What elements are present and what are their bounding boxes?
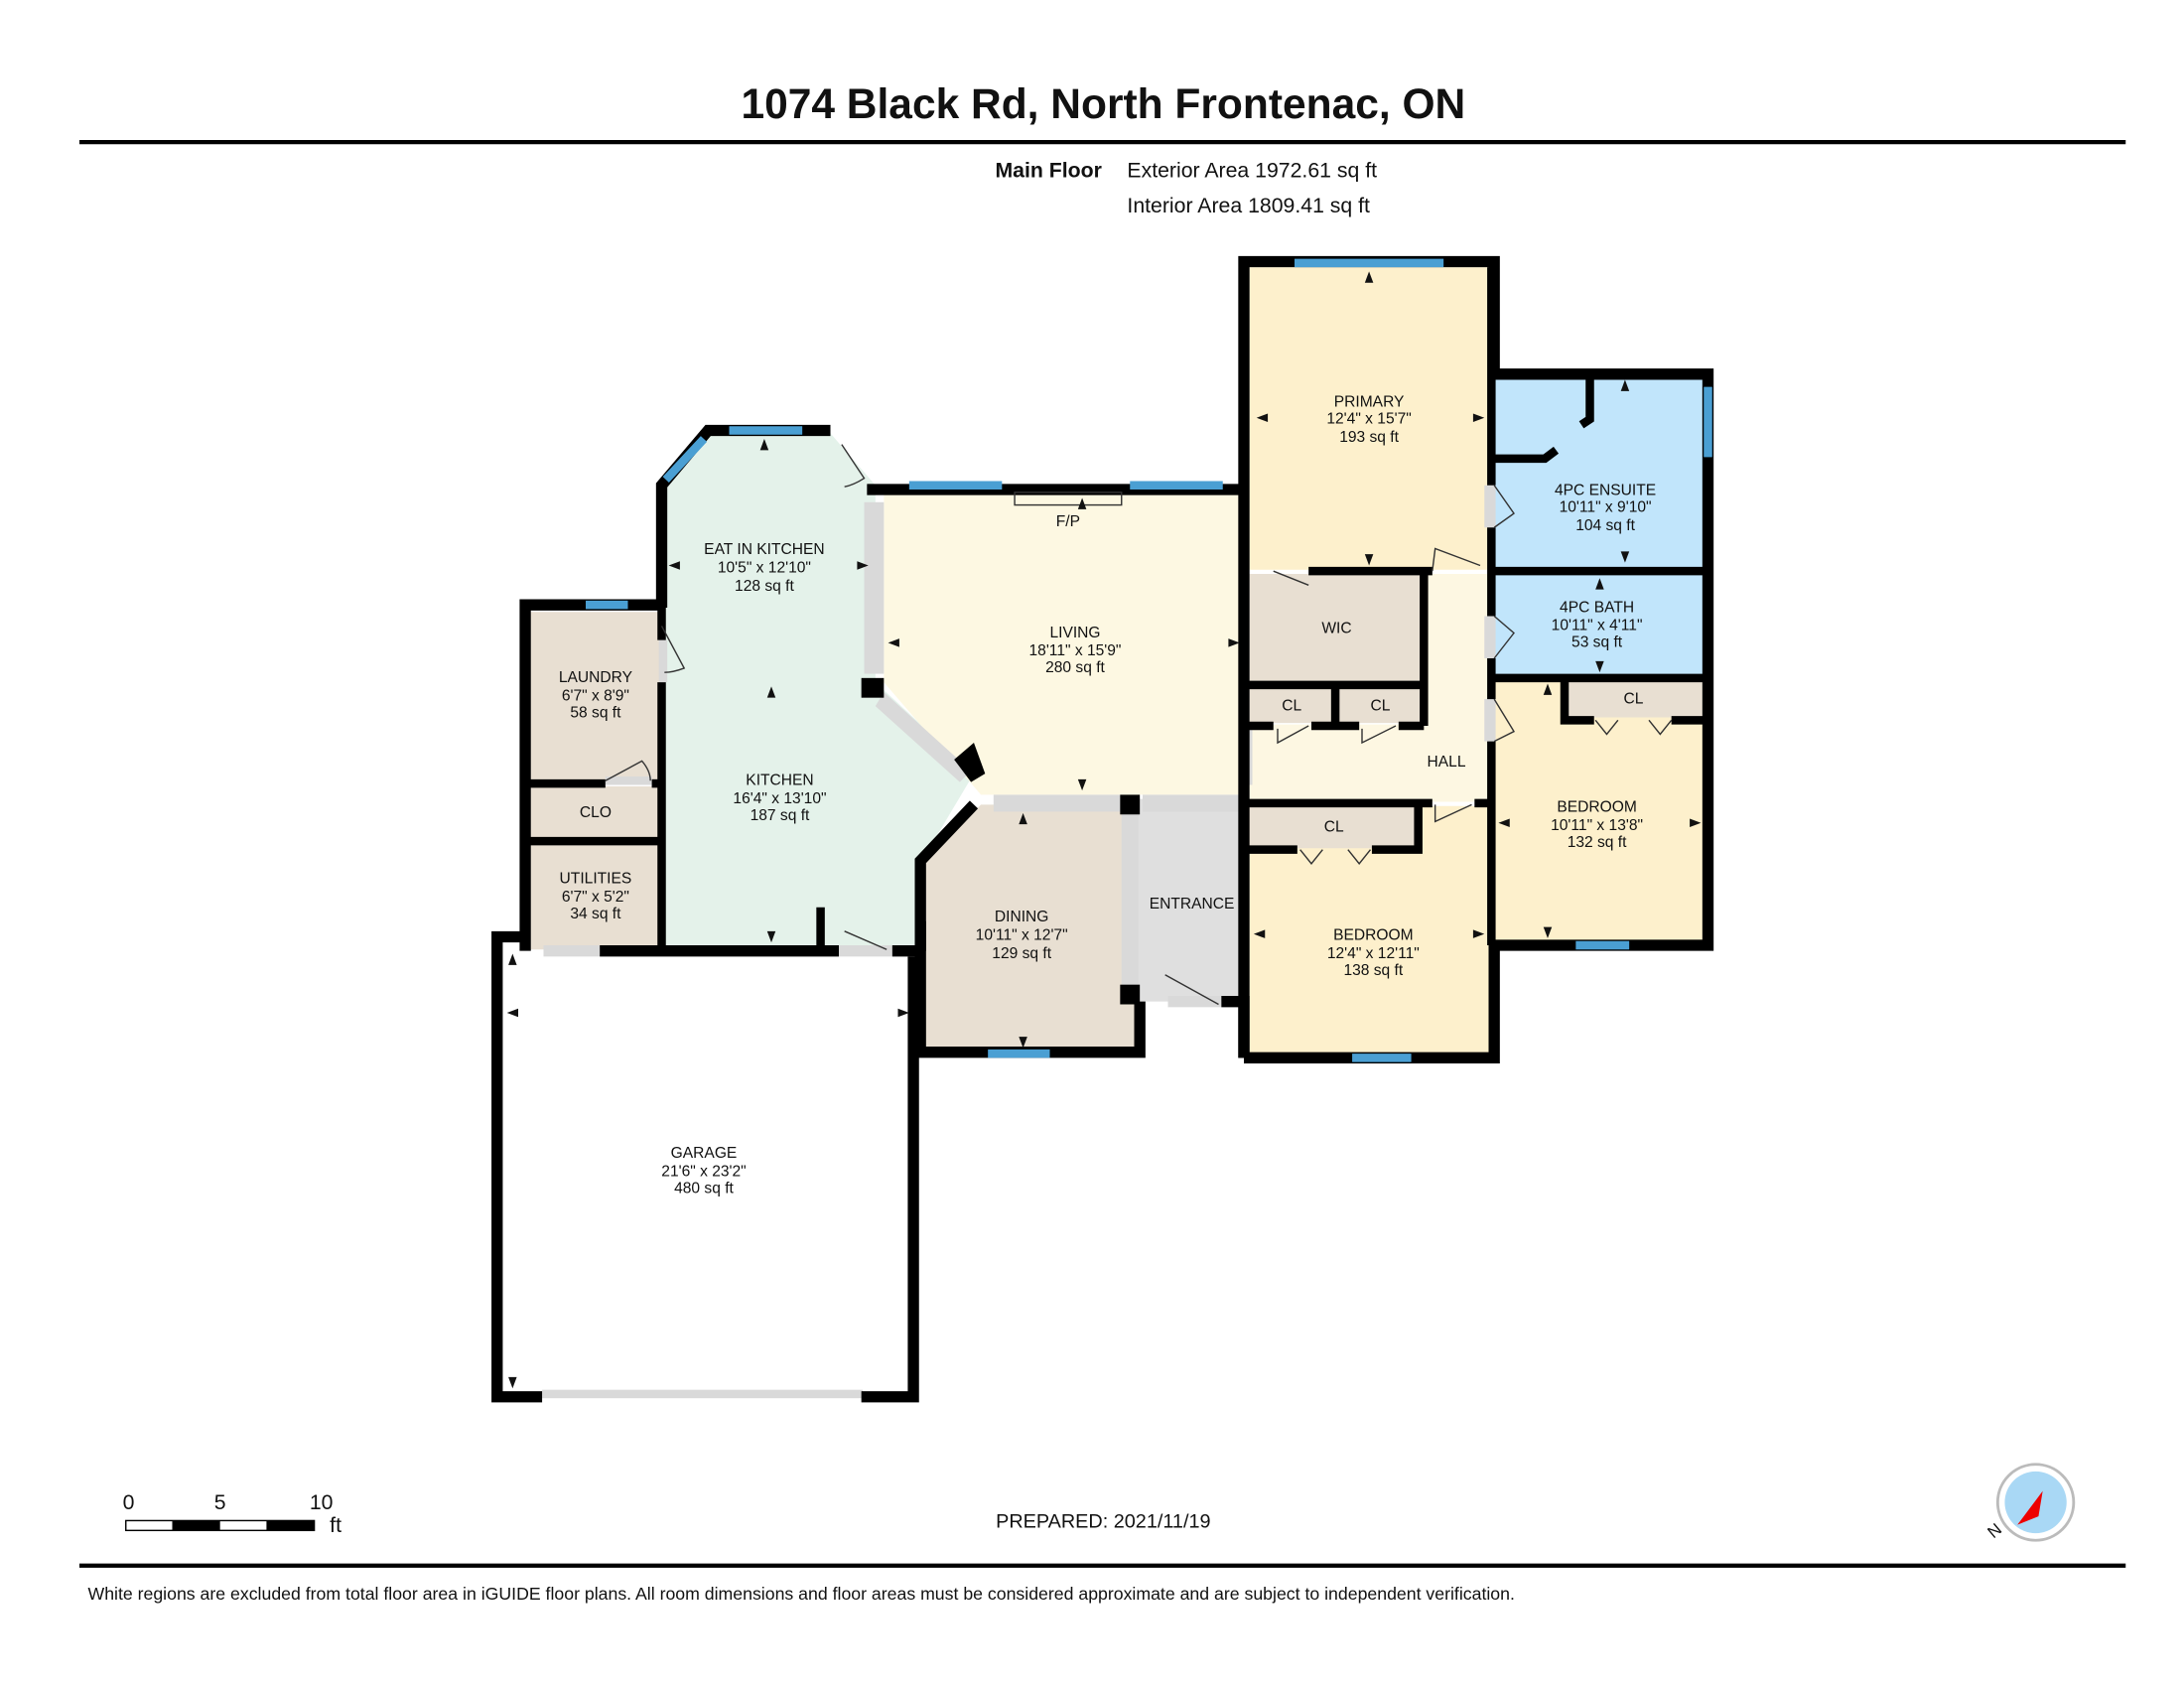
living-area: 280 sq ft — [1045, 659, 1105, 676]
primary-dims: 12'4" x 15'7" — [1326, 410, 1411, 427]
room-cl2[interactable] — [1337, 687, 1423, 724]
bedroom2-dims: 12'4" x 12'11" — [1327, 945, 1420, 962]
room-bedroom1[interactable] — [1494, 679, 1706, 944]
room-living[interactable] — [884, 492, 1244, 795]
scale-tick-5: 5 — [214, 1490, 226, 1514]
bath-dims: 10'11" x 4'11" — [1552, 618, 1643, 634]
openings — [542, 485, 1496, 1399]
kitchen-dims: 16'4" x 13'10" — [733, 790, 826, 807]
laundry-area: 58 sq ft — [570, 705, 621, 722]
room-primary[interactable] — [1249, 267, 1489, 570]
room-cl4[interactable] — [1566, 679, 1706, 718]
room-dining[interactable] — [924, 804, 1138, 1049]
room-cl1[interactable] — [1249, 687, 1334, 724]
room-cl3[interactable] — [1249, 805, 1418, 849]
ensuite-area: 104 sq ft — [1575, 517, 1635, 534]
dimension-arrows — [506, 271, 1702, 1389]
room-kitchen[interactable] — [664, 433, 974, 950]
door-swings — [605, 444, 1673, 1006]
living-dims: 18'11" x 15'9" — [1029, 642, 1122, 659]
prepared-date: PREPARED: 2021/11/19 — [996, 1511, 1210, 1533]
primary-area: 193 sq ft — [1339, 429, 1399, 446]
wic-name: WIC — [1321, 621, 1351, 637]
room-clo[interactable] — [530, 785, 661, 839]
ensuite-name: 4PC ENSUITE — [1555, 483, 1656, 499]
dining-name: DINING — [995, 909, 1049, 925]
kitchen-area: 187 sq ft — [751, 807, 810, 824]
eat-in-kitchen-area: 128 sq ft — [735, 578, 794, 595]
windows — [586, 258, 1712, 1062]
scale-tick-10: 10 — [310, 1490, 334, 1514]
scale-unit: ft — [330, 1513, 341, 1537]
bedroom1-name: BEDROOM — [1557, 798, 1636, 815]
fireplace-label: F/P — [1056, 513, 1080, 530]
eat-in-kitchen-name: EAT IN KITCHEN — [704, 541, 824, 558]
scale-bar: 0 5 10 ft — [123, 1490, 341, 1537]
scale-tick-0: 0 — [123, 1490, 135, 1514]
utilities-dims: 6'7" x 5'2" — [562, 889, 629, 906]
bedroom1-area: 132 sq ft — [1568, 834, 1627, 851]
entrance-name: ENTRANCE — [1150, 896, 1235, 913]
primary-name: PRIMARY — [1334, 393, 1405, 410]
room-laundry[interactable] — [530, 612, 661, 781]
room-labels: EAT IN KITCHEN 10'5" x 12'10" 128 sq ft … — [559, 393, 1656, 1196]
exterior-area: Exterior Area 1972.61 sq ft — [1127, 159, 1377, 183]
hall-name: HALL — [1428, 754, 1466, 771]
bedroom2-name: BEDROOM — [1333, 926, 1414, 943]
cl1-name: CL — [1282, 697, 1301, 714]
room-fills — [502, 267, 1706, 1396]
floor-name: Main Floor — [995, 159, 1101, 183]
eat-in-kitchen-dims: 10'5" x 12'10" — [718, 560, 811, 577]
bath-area: 53 sq ft — [1571, 634, 1623, 651]
utilities-area: 34 sq ft — [570, 906, 621, 922]
cl3-name: CL — [1324, 818, 1344, 835]
dining-area: 129 sq ft — [992, 945, 1051, 962]
ensuite-dims: 10'11" x 9'10" — [1560, 499, 1652, 516]
room-garage[interactable] — [502, 949, 911, 1396]
utilities-name: UTILITIES — [560, 871, 632, 888]
room-bath[interactable] — [1494, 574, 1706, 675]
room-entrance[interactable] — [1137, 798, 1244, 1002]
page-title: 1074 Black Rd, North Frontenac, ON — [741, 81, 1465, 128]
cl2-name: CL — [1370, 697, 1390, 714]
room-wic[interactable] — [1249, 574, 1422, 684]
living-name: LIVING — [1049, 625, 1100, 641]
kitchen-name: KITCHEN — [746, 773, 813, 789]
dining-dims: 10'11" x 12'7" — [976, 926, 1068, 943]
bath-name: 4PC BATH — [1560, 599, 1634, 616]
garage-name: GARAGE — [671, 1145, 738, 1162]
garage-dims: 21'6" x 23'2" — [661, 1163, 746, 1180]
cl4-name: CL — [1623, 690, 1643, 707]
room-utilities[interactable] — [530, 845, 661, 950]
bedroom1-dims: 10'11" x 13'8" — [1551, 817, 1643, 834]
clo-name: CLO — [580, 804, 612, 821]
bedroom2-area: 138 sq ft — [1343, 962, 1403, 979]
room-ensuite[interactable] — [1494, 373, 1706, 569]
room-hall[interactable] — [1249, 574, 1489, 802]
fireplace — [1014, 492, 1123, 506]
disclaimer: White regions are excluded from total fl… — [87, 1584, 1514, 1604]
interior-area: Interior Area 1809.41 sq ft — [1127, 194, 1370, 217]
laundry-dims: 6'7" x 8'9" — [562, 688, 629, 705]
laundry-name: LAUNDRY — [559, 669, 633, 686]
garage-area: 480 sq ft — [674, 1180, 734, 1196]
compass-icon: N — [1983, 1463, 2076, 1542]
